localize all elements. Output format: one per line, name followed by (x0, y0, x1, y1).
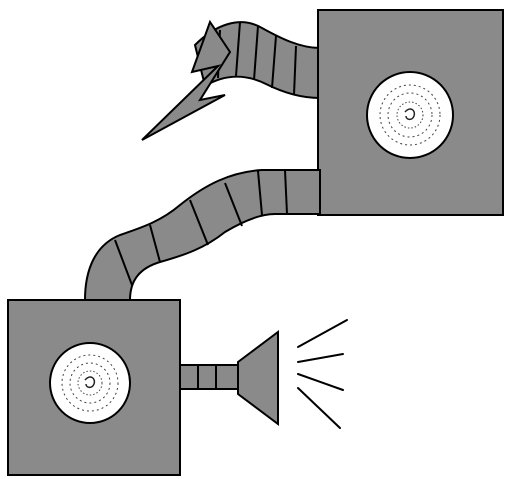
tube-bottom (180, 365, 242, 389)
box-top-right (318, 10, 503, 215)
speaker-icon (238, 332, 278, 424)
box-bottom-left (8, 300, 180, 475)
sound-waves-icon (298, 320, 347, 428)
tube-middle (85, 170, 320, 300)
